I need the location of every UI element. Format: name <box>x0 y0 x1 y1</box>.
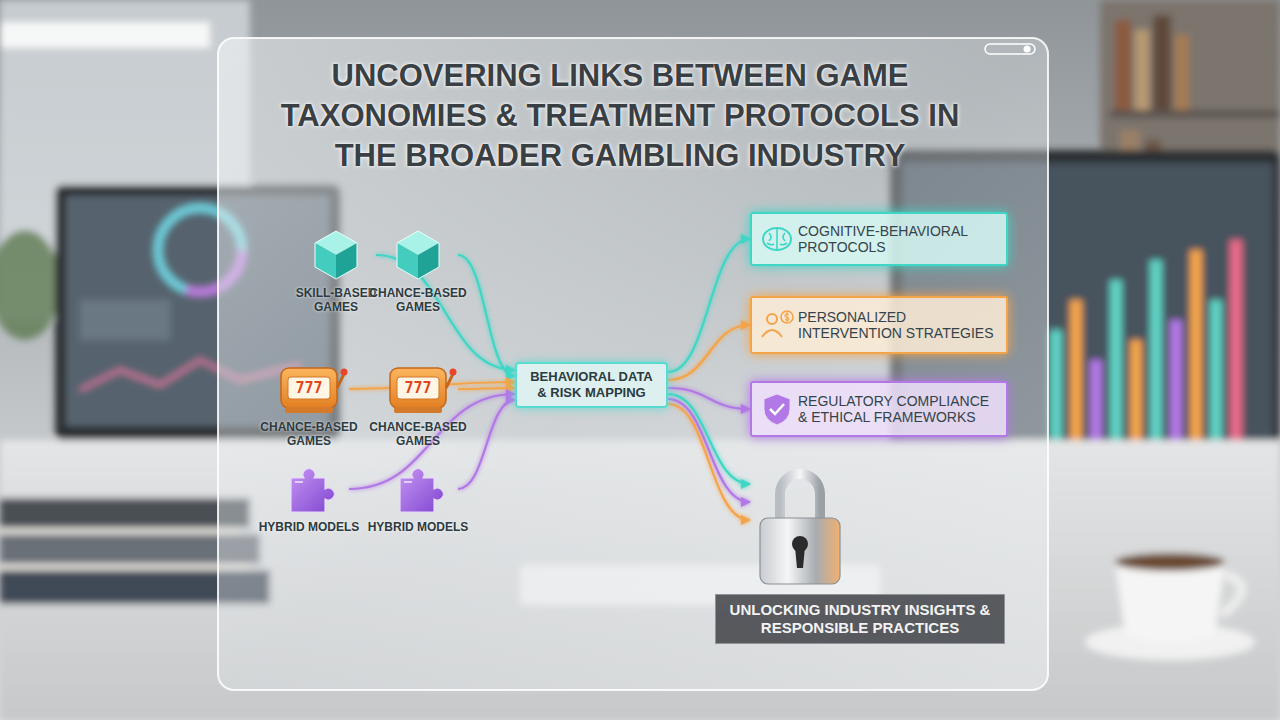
node-text: BEHAVIORAL DATA & RISK MAPPING <box>525 369 658 401</box>
panel-toggle <box>985 44 1035 54</box>
hub-box: BEHAVIORAL DATA & RISK MAPPING <box>515 362 668 408</box>
reel-digits: 777 <box>288 377 330 399</box>
game-node: CHANCE-BASED GAMES777 <box>378 362 458 448</box>
node-text: PERSONALIZED INTERVENTION STRATEGIES <box>798 309 1002 341</box>
reel-digits: 777 <box>397 377 439 399</box>
glass-panel <box>218 38 1048 690</box>
node-text: REGULATORY COMPLIANCE & ETHICAL FRAMEWOR… <box>798 393 1002 425</box>
outcome-box: COGNITIVE-BEHAVIORAL PROTOCOLS <box>750 212 1008 266</box>
connector-arrow <box>668 394 750 484</box>
node-text: UNLOCKING INDUSTRY INSIGHTS & RESPONSIBL… <box>715 594 1005 644</box>
game-node: CHANCE-BASED GAMES <box>378 228 458 314</box>
game-icon <box>269 462 349 516</box>
lock-node: UNLOCKING INDUSTRY INSIGHTS & RESPONSIBL… <box>750 452 850 587</box>
game-icon <box>296 228 376 282</box>
connector-arrow <box>458 388 515 389</box>
game-node: CHANCE-BASED GAMES777 <box>269 362 349 448</box>
connector-arrow <box>668 388 750 409</box>
connector-arrow <box>349 394 515 489</box>
box-icon <box>757 305 797 345</box>
node-text: CHANCE-BASED GAMES <box>257 420 361 448</box>
outcome-box: REGULATORY COMPLIANCE & ETHICAL FRAMEWOR… <box>750 381 1008 437</box>
game-node: SKILL-BASED GAMES <box>296 228 376 314</box>
node-text: COGNITIVE-BEHAVIORAL PROTOCOLS <box>798 223 1002 255</box>
connector-arrow <box>668 404 750 520</box>
game-icon <box>378 228 458 282</box>
node-text: HYBRID MODELS <box>257 520 361 534</box>
node-text: CHANCE-BASED GAMES <box>366 286 470 314</box>
game-node: HYBRID MODELS <box>378 462 458 534</box>
connector-arrow <box>458 255 515 376</box>
box-icon <box>757 219 797 259</box>
outcome-box: PERSONALIZED INTERVENTION STRATEGIES <box>750 296 1008 354</box>
connector-arrow <box>458 400 515 489</box>
box-icon <box>757 389 797 429</box>
diagram-title: UNCOVERING LINKS BETWEEN GAME TAXONOMIES… <box>265 56 975 176</box>
game-icon <box>378 462 458 516</box>
connector-arrow <box>668 239 750 372</box>
connector-arrow <box>668 325 750 380</box>
game-node: HYBRID MODELS <box>269 462 349 534</box>
connector-arrow <box>668 399 750 502</box>
node-text: CHANCE-BASED GAMES <box>366 420 470 448</box>
node-text: HYBRID MODELS <box>366 520 470 534</box>
connector-group <box>349 239 750 520</box>
padlock-icon <box>750 452 850 587</box>
